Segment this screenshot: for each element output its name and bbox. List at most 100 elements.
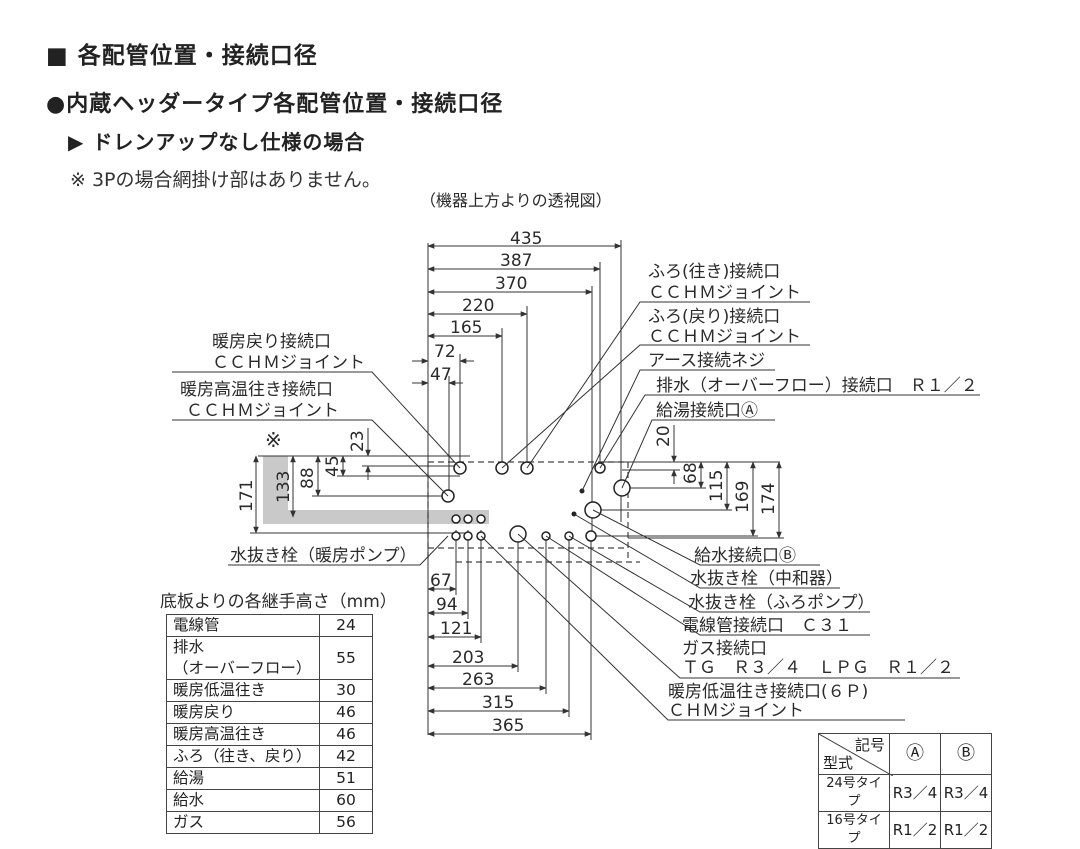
shaded-area <box>263 510 489 524</box>
label-furo-return: ふろ(戻り)接続口 <box>648 307 780 327</box>
table-row: ふろ（往き、戻り）42 <box>166 745 373 768</box>
row-name: 排水 （オーバーフロー） <box>166 636 320 680</box>
dim-315: 315 <box>482 693 514 713</box>
row-value: 30 <box>319 679 373 702</box>
row-name: ふろ（往き、戻り） <box>166 745 320 768</box>
leader-lines <box>172 301 980 721</box>
label-heat-low-joint: ＣＨＭジョイント <box>668 701 804 721</box>
label-water-supply: 給水接続口Ⓑ <box>694 546 796 566</box>
subsection-title: ●内蔵ヘッダータイプ各配管位置・接続口径 <box>46 92 504 117</box>
heat-low-port-3 <box>476 514 486 524</box>
row-name: 電線管 <box>166 614 320 637</box>
heat-low-port-5 <box>463 531 473 541</box>
row-a: R3／4 <box>889 774 941 812</box>
dim-94: 94 <box>436 595 458 615</box>
row-b: R3／4 <box>940 774 992 812</box>
label-hot-supply: 給湯接続口Ⓐ <box>656 401 758 421</box>
label-heat-high: 暖房高温往き接続口 <box>180 380 333 400</box>
dim-133: 133 <box>274 471 294 503</box>
dim-67: 67 <box>430 571 452 591</box>
dim-23: 23 <box>348 430 368 452</box>
row-value: 46 <box>319 701 373 724</box>
label-heat-return: 暖房戻り接続口 <box>212 332 331 352</box>
dim-174: 174 <box>759 483 779 515</box>
dim-88: 88 <box>298 467 318 489</box>
row-value: 46 <box>319 723 373 746</box>
label-drain-overflow: 排水（オーバーフロー）接続口 Ｒ１／２ <box>656 376 978 396</box>
row-value: 51 <box>319 767 373 790</box>
view-label: （機器上方よりの透視図） <box>420 191 612 210</box>
pipe-connections <box>441 461 631 543</box>
label-drain-plug-neutral: 水抜き栓（中和器） <box>690 569 843 589</box>
top-dimensions <box>412 240 622 735</box>
row-name: ガス <box>166 811 320 834</box>
right-dimensions <box>593 425 784 539</box>
dim-45: 45 <box>323 455 343 477</box>
dim-115: 115 <box>707 470 727 502</box>
heat-low-port-4 <box>451 531 461 541</box>
case-title: ▶ ドレンアップなし仕様の場合 <box>68 130 366 154</box>
dim-220: 220 <box>462 296 494 316</box>
label-furo-return-joint: ＣＣＨＭジョイント <box>648 327 801 347</box>
row-name: 給水 <box>166 789 320 812</box>
dim-263: 263 <box>462 670 494 690</box>
heights-caption: 底板よりの各継手高さ（mm） <box>160 592 397 612</box>
label-heat-return-joint: ＣＣＨＭジョイント <box>212 353 365 373</box>
table-row: 24号タイプ R3／4 R3／4 <box>818 774 992 812</box>
heat-low-port-1 <box>451 514 461 524</box>
row-type: 16号タイプ <box>818 811 890 849</box>
row-name: 暖房戻り <box>166 701 320 724</box>
label-heat-high-joint: ＣＣＨＭジョイント <box>186 401 339 421</box>
row-value: 55 <box>319 636 373 680</box>
label-furo-out: ふろ(往き)接続口 <box>648 262 780 282</box>
table-header-row: 記号 型式 Ⓐ Ⓑ <box>818 733 992 776</box>
row-value: 56 <box>319 811 373 834</box>
size-table: 記号 型式 Ⓐ Ⓑ 24号タイプ R3／4 R3／4 16号タイプ R1／2 R… <box>818 733 992 849</box>
label-earth-screw: アース接続ネジ <box>648 351 765 371</box>
section-title: ■ 各配管位置・接続口径 <box>46 43 318 69</box>
dim-68: 68 <box>681 462 701 484</box>
dim-435: 435 <box>510 229 542 249</box>
dim-20: 20 <box>654 425 674 447</box>
dim-387: 387 <box>500 251 532 271</box>
col-a-header: Ⓐ <box>889 733 941 775</box>
label-furo-out-joint: ＣＣＨＭジョイント <box>648 283 801 303</box>
dim-72: 72 <box>434 342 456 362</box>
dim-203: 203 <box>452 648 484 668</box>
corner-diagonal <box>819 734 893 776</box>
table-row: 16号タイプ R1／2 R1／2 <box>818 811 992 849</box>
dim-171: 171 <box>237 480 257 512</box>
label-drain-plug-heat: 水抜き栓（暖房ポンプ） <box>230 546 417 566</box>
header-symbol: 記号 <box>854 736 885 754</box>
asterisk-mark: ※ <box>265 428 282 452</box>
dim-370: 370 <box>495 274 527 294</box>
label-gas-sizes: ＴＧ Ｒ３／４ ＬＰＧ Ｒ１／２ <box>682 658 954 678</box>
table-row: 排水 （オーバーフロー）55 <box>166 636 373 680</box>
label-heat-low: 暖房低温往き接続口(６Ｐ) <box>668 682 868 702</box>
dim-47: 47 <box>430 365 452 385</box>
row-value: 24 <box>319 614 373 637</box>
row-value: 60 <box>319 789 373 812</box>
shading-note: ※ 3Pの場合網掛け部はありません。 <box>70 169 381 191</box>
col-b-header: Ⓑ <box>940 733 992 775</box>
dim-121: 121 <box>440 619 472 639</box>
row-name: 暖房低温往き <box>166 679 320 702</box>
conduit-port <box>585 530 597 542</box>
label-gas: ガス接続口 <box>682 639 767 659</box>
header-corner: 記号 型式 <box>818 733 893 776</box>
dim-169: 169 <box>733 481 753 513</box>
left-dimensions <box>250 428 470 534</box>
row-a: R1／2 <box>889 811 941 849</box>
bottom-dimensions <box>427 530 592 740</box>
header-type: 型式 <box>823 754 854 772</box>
row-value: 42 <box>319 745 373 768</box>
